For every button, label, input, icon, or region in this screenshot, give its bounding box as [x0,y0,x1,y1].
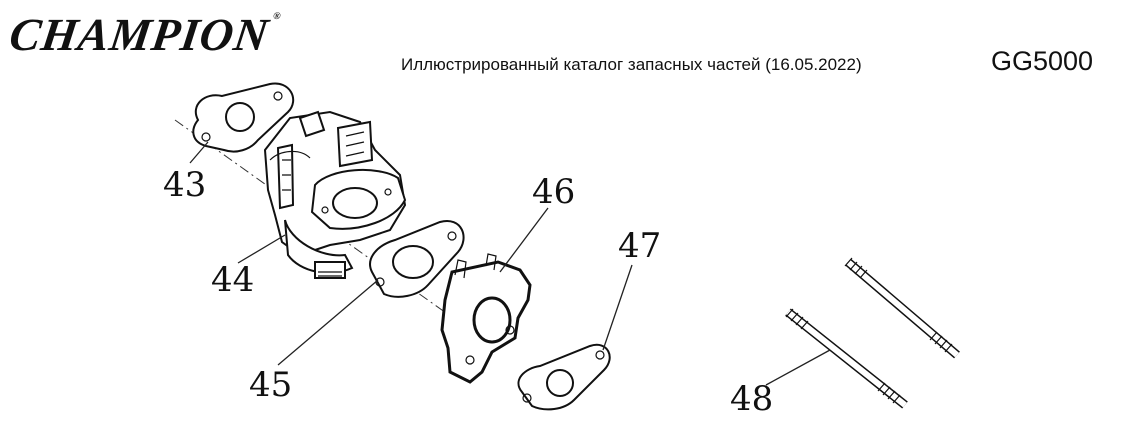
callout-44: 44 [211,260,254,300]
leader-46 [499,207,549,273]
part-45-gasket [369,219,465,298]
model-number: GG5000 [991,46,1094,76]
part-44-carburetor [263,110,407,279]
part-47-gasket [517,343,611,411]
callout-48: 48 [730,379,773,419]
catalog-title: Иллюстрированный каталог запасных частей… [401,55,862,74]
callout-47: 47 [618,226,661,266]
callout-45: 45 [249,365,292,405]
part-48-stud-lower [785,308,908,409]
leader-47 [602,264,633,351]
callout-46: 46 [532,172,575,212]
leader-45 [277,279,379,366]
callout-43: 43 [163,165,206,205]
leader-43 [189,141,209,164]
leader-48 [765,349,831,386]
leader-44 [237,234,286,264]
part-43-gasket [192,82,295,153]
part-46-insulator [440,253,532,384]
part-48-stud-upper [844,257,960,359]
